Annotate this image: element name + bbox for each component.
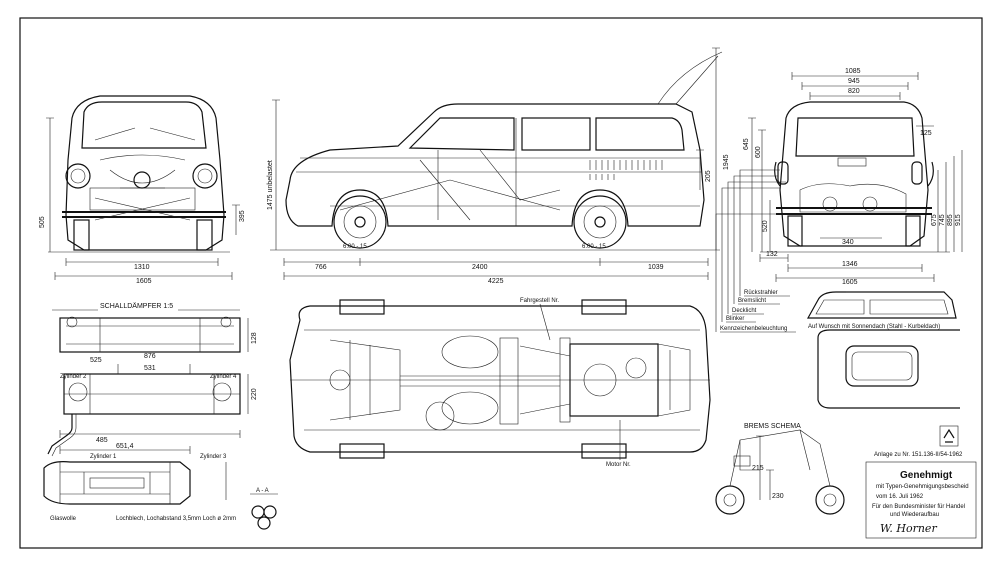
rear-tyre-label: 6.00 - 15 xyxy=(582,244,606,250)
callout-indicator: Blinker xyxy=(726,316,744,322)
label-chassis-number: Fahrgestell Nr. xyxy=(520,298,559,304)
brake-schema-title: BREMS SCHEMA xyxy=(744,423,801,430)
muffler-glass-wool: Glaswolle xyxy=(50,516,77,522)
rear-dim-1085: 1085 xyxy=(845,68,861,75)
muffler-cylinder-3: Zylinder 3 xyxy=(200,454,227,460)
approval-stamp xyxy=(865,425,977,539)
side-dim-205: 205 xyxy=(705,170,712,182)
front-tyre-label: 6.00 - 15 xyxy=(343,244,367,250)
muffler-perforated-sheet: Lochblech, Lochabstand 3,5mm Loch ø 2mm xyxy=(116,516,236,522)
approval-line-3: Für den Bundesminister für Handel xyxy=(872,504,965,510)
rear-dim-645: 645 xyxy=(743,138,750,150)
rear-dim-945: 945 xyxy=(848,78,860,85)
muffler-dim-876: 876 xyxy=(144,353,156,360)
muffler-dim-6514: 651,4 xyxy=(116,443,134,450)
side-dim-766: 766 xyxy=(315,264,327,271)
callout-brake-light: Bremslicht xyxy=(738,298,766,304)
muffler-cylinder-2: Zylinder 2 xyxy=(60,374,87,380)
front-dim-1310: 1310 xyxy=(134,264,150,271)
label-engine-number: Motor Nr. xyxy=(606,462,631,468)
rear-dim-895: 895 xyxy=(947,214,954,226)
sunroof-caption: Auf Wunsch mit Sonnendach (Stahl - Kurbe… xyxy=(808,324,940,330)
rear-dim-520: 520 xyxy=(762,220,769,232)
approval-line-1: mit Typen-Genehmigungsbescheid xyxy=(876,484,969,490)
muffler-section xyxy=(43,309,278,530)
rear-view xyxy=(715,72,963,332)
front-view xyxy=(46,95,240,280)
side-view xyxy=(270,47,723,280)
front-dim-395: 395 xyxy=(239,210,246,222)
approval-line-2: vom 16. Juli 1962 xyxy=(876,494,924,500)
muffler-dim-485: 485 xyxy=(96,437,108,444)
muffler-dim-220: 220 xyxy=(251,388,258,400)
sunroof-variant xyxy=(806,291,960,409)
front-dim-505: 505 xyxy=(39,216,46,228)
rear-dim-745: 745 xyxy=(939,214,946,226)
austrian-eagle-emblem xyxy=(939,425,959,447)
rear-dim-1346: 1346 xyxy=(842,261,858,268)
side-dim-1945: 1945 xyxy=(723,154,730,170)
muffler-section-aa: A - A xyxy=(256,488,269,494)
drawing-frame xyxy=(19,17,983,549)
brake-schema xyxy=(715,429,845,515)
front-dim-1605: 1605 xyxy=(136,278,152,285)
muffler-dim-128: 128 xyxy=(251,332,258,344)
side-dim-1039: 1039 xyxy=(648,264,664,271)
side-dim-height: 1475 unbelastet xyxy=(267,160,274,210)
top-view xyxy=(289,299,711,459)
side-dim-4225: 4225 xyxy=(488,278,504,285)
brake-dim-230: 230 xyxy=(772,493,784,500)
approval-reference: Anlage zu Nr. 151.136-II/54-1962 xyxy=(874,452,963,458)
callout-reflector: Rückstrahler xyxy=(744,290,778,296)
callout-plate-light: Kennzeichenbeleuchtung xyxy=(720,326,787,332)
callout-top-light: Decklicht xyxy=(732,308,757,314)
approval-line-4: und Wiederaufbau xyxy=(890,512,939,518)
brake-dim-215: 215 xyxy=(752,465,764,472)
muffler-dim-525: 525 xyxy=(90,357,102,364)
muffler-cylinder-1: Zylinder 1 xyxy=(90,454,117,460)
muffler-dim-531: 531 xyxy=(144,365,156,372)
rear-dim-132: 132 xyxy=(766,251,778,258)
rear-dim-340: 340 xyxy=(842,239,854,246)
rear-dim-125: 125 xyxy=(920,130,932,137)
rear-dim-915: 915 xyxy=(955,214,962,226)
muffler-title: SCHALLDÄMPFER 1:5 xyxy=(100,302,173,310)
rear-dim-1605: 1605 xyxy=(842,279,858,286)
rear-dim-675: 675 xyxy=(931,214,938,226)
muffler-cylinder-4: Zylinder 4 xyxy=(210,374,237,380)
approval-signature: W. Horner xyxy=(880,522,937,535)
side-dim-2400: 2400 xyxy=(472,264,488,271)
approval-title: Genehmigt xyxy=(900,470,953,481)
rear-dim-820: 820 xyxy=(848,88,860,95)
rear-dim-600: 600 xyxy=(755,146,762,158)
